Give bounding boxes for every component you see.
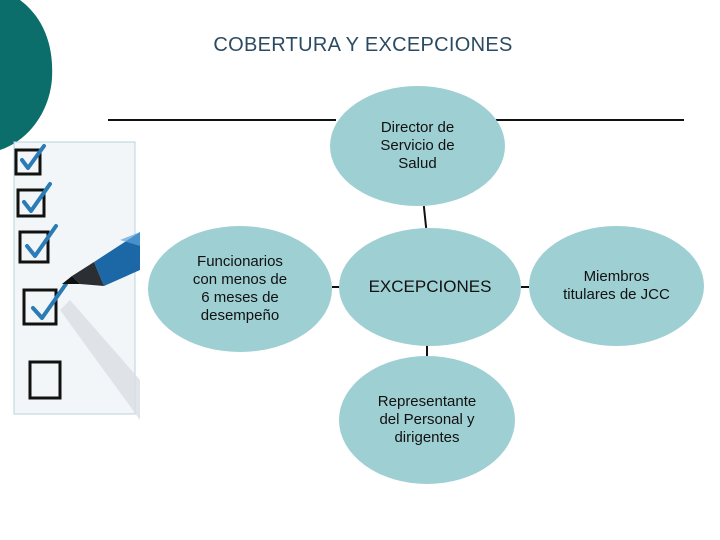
teal-arc-decor xyxy=(0,0,53,150)
node-left-label: Funcionarios con menos de 6 meses de des… xyxy=(192,253,288,324)
checklist-pen-illustration xyxy=(0,0,140,420)
node-left: Funcionarios con menos de 6 meses de des… xyxy=(148,226,332,352)
node-right: Miembros titulares de JCC xyxy=(529,226,704,346)
node-center: EXCEPCIONES xyxy=(339,228,521,346)
check-icons xyxy=(20,144,68,320)
connector-top xyxy=(422,205,428,229)
node-top-label: Director de Servicio de Salud xyxy=(380,119,455,172)
node-top: Director de Servicio de Salud xyxy=(330,86,505,206)
node-bottom-label: Representante del Personal y dirigentes xyxy=(377,393,477,446)
node-right-label: Miembros titulares de JCC xyxy=(563,268,670,303)
node-center-label: EXCEPCIONES xyxy=(368,277,492,296)
pen-icon xyxy=(62,232,140,286)
right-horizontal-rule xyxy=(496,119,684,121)
checkboxes xyxy=(14,148,62,400)
connector-right xyxy=(521,286,529,288)
node-bottom: Representante del Personal y dirigentes xyxy=(339,356,515,484)
left-horizontal-rule xyxy=(108,119,336,121)
slide-title: COBERTURA Y EXCEPCIONES xyxy=(213,34,513,56)
connector-left xyxy=(332,286,340,288)
